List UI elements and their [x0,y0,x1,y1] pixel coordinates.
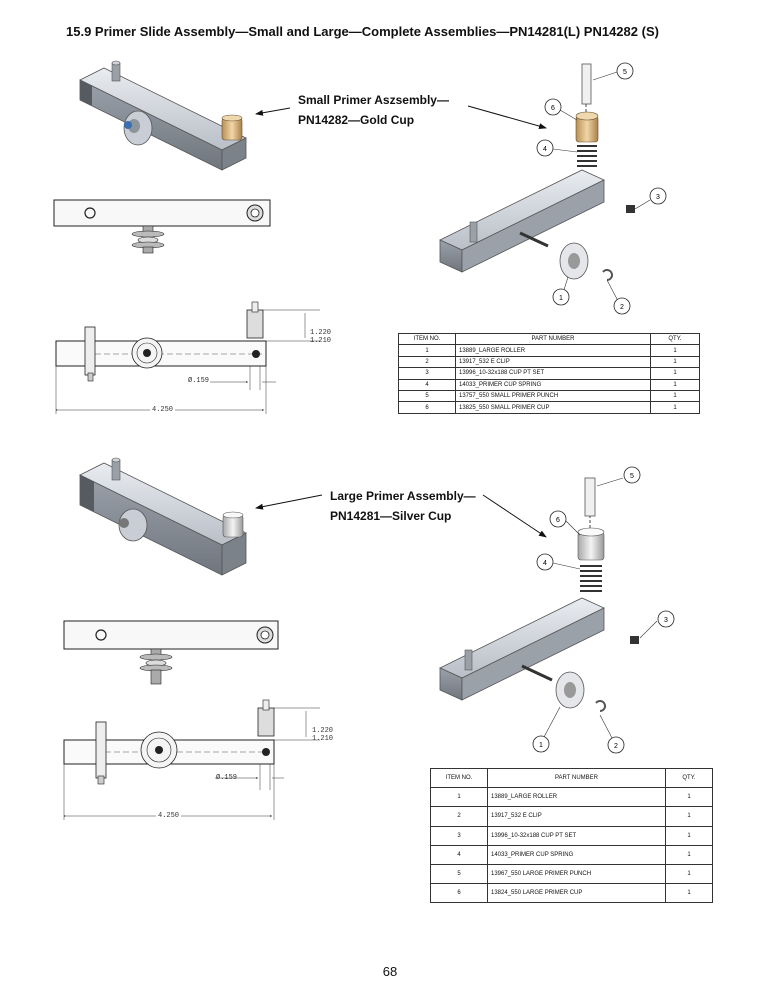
small-dim-diameter: Ø.159 [188,377,210,385]
qty: 1 [665,825,713,846]
qty: 1 [650,367,700,380]
part-number: 13967_550 LARGE PRIMER PUNCH [487,863,666,885]
qty: 1 [665,844,713,865]
item-no: 4 [430,844,488,865]
part-number: 13889_LARGE ROLLER [455,344,651,357]
part-number: 13917_532 E CLIP [487,806,666,827]
large-callout-line2: PN14281—Silver Cup [330,509,452,523]
item-no: 2 [398,355,456,369]
large-dim-length: 4.250 [156,812,182,820]
large-dim-height-b: 1.210 [312,735,334,743]
item-no: 4 [398,378,456,391]
small-exploded-view [439,63,635,281]
small-elevation-view [55,301,320,414]
large-dim-diameter: Ø.159 [216,774,238,782]
item-no: 1 [398,344,456,357]
col-qty: QTY. [650,332,700,346]
qty: 1 [650,344,700,357]
small-callout-label: Small Primer Aszsembly— PN14282—Gold Cup [298,90,449,130]
qty: 1 [650,378,700,391]
col-item-no: ITEM NO. [430,767,488,789]
small-dim-length: 4.250 [150,406,176,414]
part-number: 13757_550 SMALL PRIMER PUNCH [455,389,651,403]
small-callout-line2: PN14282—Gold Cup [298,113,415,127]
item-no: 2 [430,806,488,827]
large-callout-leader-right [482,494,547,538]
item-no: 1 [430,787,488,808]
part-number: 13889_LARGE ROLLER [487,787,666,808]
col-part-number: PART NUMBER [487,767,666,789]
item-no: 5 [430,863,488,885]
qty: 1 [665,787,713,808]
small-dim-height-b: 1.210 [310,337,332,345]
large-callout-line1: Large Primer Assembly— [330,489,476,503]
large-dim-height-a: 1.220 [312,727,334,735]
page-number: 68 [382,964,398,979]
bom-header-row: ITEM NO. PART NUMBER QTY. [398,332,700,346]
small-dim-height: 1.220 1.210 [310,329,331,345]
item-no: 6 [398,401,456,414]
item-no: 3 [398,367,456,380]
large-plan-view [63,620,279,685]
qty: 1 [650,355,700,369]
part-number: 13996_10-32x188 CUP PT SET [455,367,651,380]
small-dim-height-a: 1.220 [310,329,332,337]
part-number: 13917_532 E CLIP [455,355,651,369]
large-callout-label: Large Primer Assembly— PN14281—Silver Cu… [330,486,476,526]
qty: 1 [665,806,713,827]
col-qty: QTY. [665,767,713,789]
part-number: 14033_PRIMER CUP SPRING [455,378,651,391]
col-part-number: PART NUMBER [455,332,651,346]
small-callout-line1: Small Primer Aszsembly— [298,93,449,107]
qty: 1 [650,401,700,414]
qty: 1 [650,389,700,403]
item-no: 3 [430,825,488,846]
item-no: 5 [398,389,456,403]
large-callout-leader-left [255,494,323,510]
part-number: 14033_PRIMER CUP SPRING [487,844,666,865]
item-no: 6 [430,883,488,904]
qty: 1 [665,863,713,885]
part-number: 13825_550 SMALL PRIMER CUP [455,401,651,414]
page-title: 15.9 Primer Slide Assembly—Small and Lar… [66,24,659,39]
small-callout-leader-right [467,105,547,129]
large-dim-height: 1.220 1.210 [312,727,333,743]
large-iso-view [79,457,247,576]
part-number: 13996_10-32x188 CUP PT SET [487,825,666,846]
large-exploded-view [439,477,639,712]
bom-header-row: ITEM NO. PART NUMBER QTY. [430,767,713,789]
part-number: 13824_550 LARGE PRIMER CUP [487,883,666,904]
large-elevation-view [63,699,320,820]
small-iso-view [79,60,247,171]
qty: 1 [665,883,713,904]
col-item-no: ITEM NO. [398,332,456,346]
small-callout-leader-left [255,107,291,116]
small-plan-view [53,199,271,254]
